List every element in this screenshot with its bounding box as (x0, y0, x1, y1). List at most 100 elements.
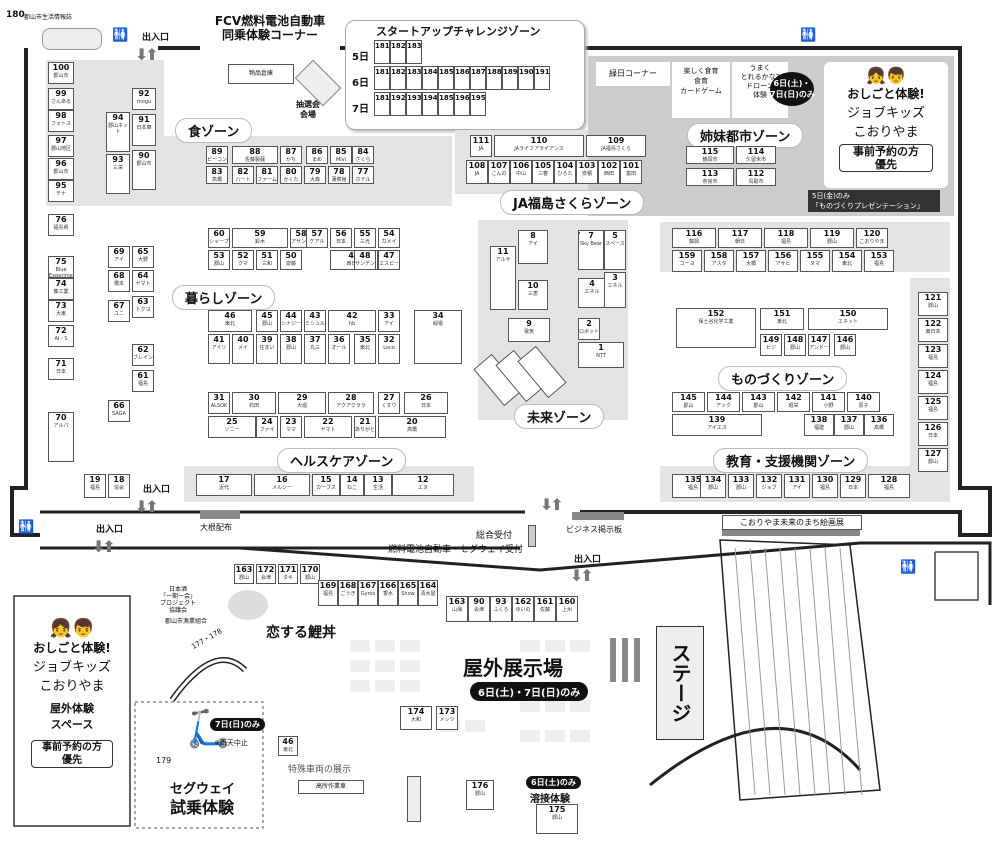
booth-number: 25 (226, 417, 238, 426)
booth-name: ソニー (224, 427, 240, 433)
booth-name: 朝日 (734, 239, 745, 245)
fcv-subtitle: 同乗体験コーナー (221, 28, 318, 42)
booth-number: 55 (359, 229, 371, 238)
booth-number: 161 (536, 597, 554, 606)
booth-number: 57 (311, 229, 323, 238)
booth-number: 80 (285, 167, 297, 176)
booth-name: 会津 (473, 607, 484, 613)
booth-number: 8 (530, 231, 536, 240)
booth-name: ロボット (579, 329, 600, 335)
booth-name: サンデン (355, 261, 376, 267)
startup-booth-188: 188 (486, 66, 502, 90)
booth-number: 49 (331, 251, 377, 261)
koi-text: 恋する鯉丼 (266, 625, 336, 641)
booth-name: 蒲菜館 (331, 177, 347, 183)
startup-booth-196: 196 (454, 92, 470, 116)
booth-number: 115 (701, 147, 719, 156)
jobkids-line-3: こおりやま (853, 125, 919, 140)
booth-number: 165 (399, 581, 417, 590)
booth-number: 58 (295, 229, 307, 238)
jobkids-space-line-5: スペース (50, 718, 94, 731)
booth-number: 21 (359, 417, 371, 426)
startup-booth-192: 192 (390, 92, 406, 116)
booth-name: 鈴木 (254, 239, 265, 245)
children-icon: 👧👦 (49, 618, 95, 639)
booth-name: 郡山 (285, 345, 296, 351)
koi-fishing-group: 郡山市漁業組合 (165, 618, 208, 625)
booth-number: 73 (55, 301, 67, 310)
booth-name: 郡山 (927, 459, 938, 465)
booth-name: 久留米市 (745, 157, 766, 163)
reception-desk (528, 525, 536, 547)
booth-name: Sky Bear (579, 241, 603, 247)
booth-name: 昭栄 (788, 403, 799, 409)
booth-number: 61 (137, 371, 149, 380)
booth-name: メルシー (271, 485, 292, 491)
booth-number: 44 (285, 311, 297, 320)
booth-number: 191 (535, 68, 550, 76)
booth-name: 郡山 (238, 575, 249, 581)
booth-number: 109 (607, 136, 625, 145)
booth-number: 172 (257, 565, 275, 574)
booth-number: 43 (309, 311, 321, 320)
booth-number: 139 (708, 415, 726, 424)
booth-name: 郡山 (683, 403, 694, 409)
booth-number: 46 (224, 311, 236, 320)
booth-number: 151 (773, 309, 791, 318)
booth-name: 山海 (451, 607, 462, 613)
booth-name: 郡山 (707, 485, 718, 491)
vehicle-block (407, 776, 421, 822)
entrance-label: 出入口 (142, 33, 170, 43)
booth-number: 137 (840, 415, 858, 424)
booth-number: 18 (113, 475, 125, 484)
booth-name: 郡山 (927, 303, 938, 309)
booth-number: 147 (810, 335, 828, 344)
booth-name: ごうき (340, 591, 356, 597)
booth-name: 奈良市 (702, 179, 718, 185)
booth-number: 155 (806, 251, 824, 260)
booth-number: 188 (487, 68, 502, 76)
booth-name: 福島 (780, 239, 791, 245)
booth-number: 16 (276, 475, 288, 484)
booth-number: 90 (138, 151, 150, 160)
booth-number: 51 (261, 251, 273, 260)
storage-room: 物品倉庫 (228, 64, 294, 84)
children-icon: 👧👦 (866, 66, 906, 85)
booth-number: 34 (432, 311, 444, 320)
booth-number: 64 (137, 271, 149, 280)
booth-name: アサンテ (291, 239, 312, 245)
booth-name: アサヒ (775, 261, 791, 267)
segway-title-1: セグウェイ (170, 782, 236, 797)
booth-name: 電気 (523, 329, 534, 335)
booth-name: 福島 (89, 485, 100, 491)
outdoor-days: 6日(土)・7日(日)のみ (470, 682, 589, 701)
booth-number: 173 (438, 707, 456, 716)
booth-name: ハート (235, 177, 251, 183)
